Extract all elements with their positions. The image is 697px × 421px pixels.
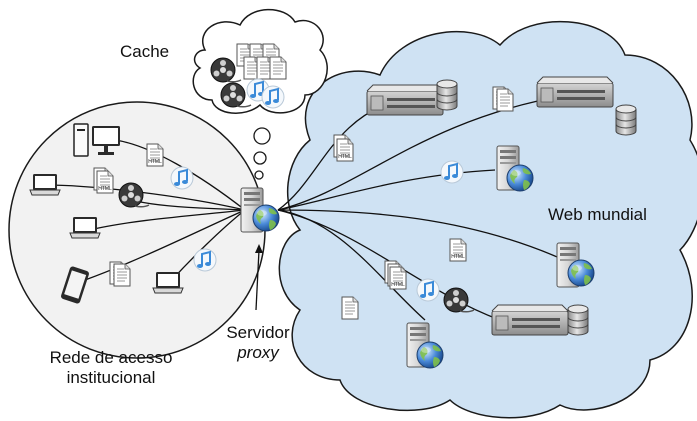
proxy-server-label-line1: Servidor	[226, 323, 290, 342]
web-mundial-label: Web mundial	[548, 205, 647, 224]
database-icon	[567, 304, 589, 336]
document-stack-icon	[109, 261, 131, 287]
thought-bubble-large	[253, 127, 271, 145]
document-stack-icon	[492, 86, 514, 112]
html-document-icon: HTML	[93, 167, 114, 194]
rack-server-icon	[366, 84, 444, 116]
laptop-icon	[69, 216, 101, 239]
svg-text:HTML: HTML	[391, 282, 405, 288]
institutional-network-circle	[8, 101, 266, 359]
database-icon	[436, 79, 458, 111]
svg-text:HTML: HTML	[451, 254, 465, 260]
thought-bubble-medium	[253, 151, 267, 165]
proxy-label-arrow	[255, 244, 263, 311]
svg-text:HTML: HTML	[338, 154, 352, 160]
database-icon	[615, 104, 637, 136]
music-note-icon	[440, 160, 464, 184]
web-cloud	[278, 20, 697, 419]
music-note-icon	[193, 248, 217, 272]
html-document-icon: HTML	[384, 260, 407, 290]
cache-label: Cache	[120, 42, 170, 61]
html-document-icon: HTML	[146, 143, 164, 167]
institutional-network-label-line2: institucional	[66, 368, 156, 387]
proxy-server-icon	[240, 187, 280, 233]
music-note-icon	[261, 85, 285, 109]
html-document-icon: HTML	[449, 238, 467, 262]
document-icon	[341, 296, 359, 320]
institutional-network-label-line1: Rede de acesso	[49, 348, 173, 367]
music-note-icon	[170, 166, 194, 190]
proxy-server-label: Servidor proxy	[218, 323, 298, 363]
tablet-icon	[61, 266, 89, 304]
proxy-server-label-line2: proxy	[237, 343, 279, 362]
music-note-icon	[416, 278, 440, 302]
institutional-network-label: Rede de acesso institucional	[36, 348, 186, 388]
svg-text:HTML: HTML	[98, 186, 112, 192]
cache-documents	[236, 43, 287, 80]
laptop-icon	[29, 173, 61, 196]
svg-text:HTML: HTML	[148, 159, 162, 165]
laptop-icon	[152, 271, 184, 294]
rack-server-icon	[491, 304, 569, 336]
html-document-icon: HTML	[333, 134, 354, 162]
desktop-pc-icon	[73, 123, 120, 157]
thought-bubble-small	[254, 170, 264, 180]
rack-server-icon	[536, 76, 614, 108]
